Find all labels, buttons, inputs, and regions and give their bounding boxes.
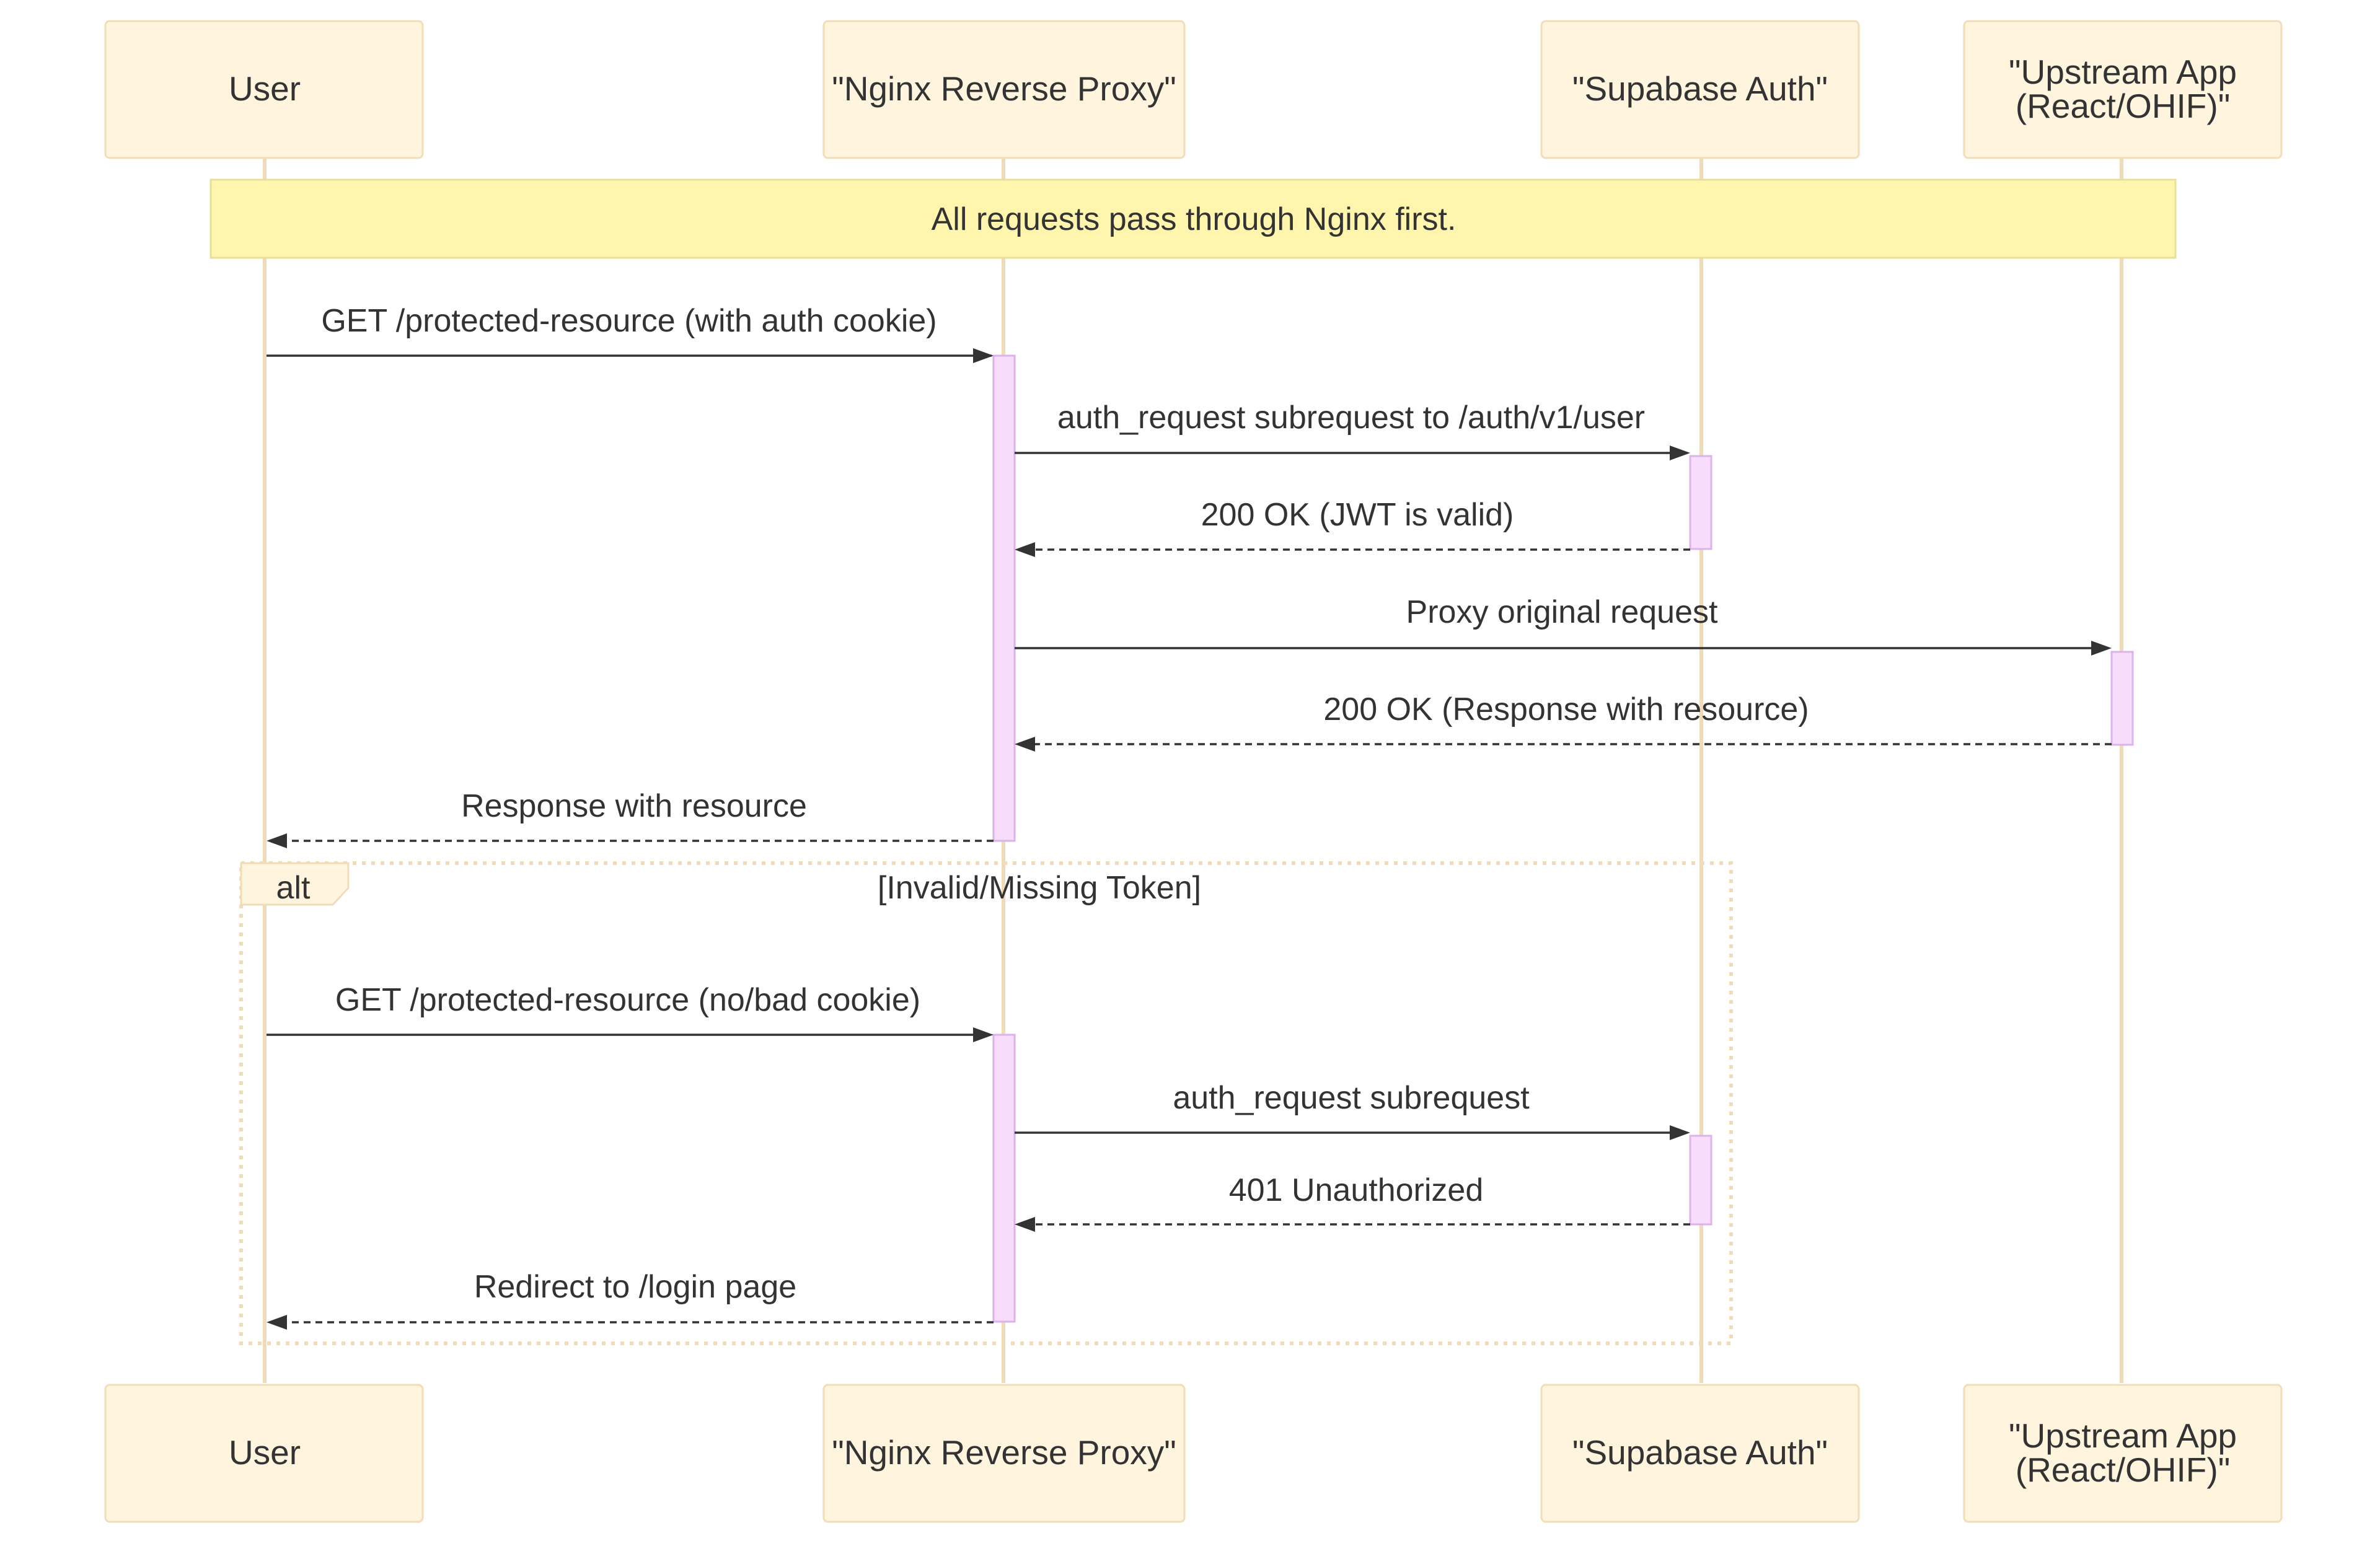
actor-user-bottom-label: User xyxy=(229,1433,301,1472)
activation-nginx-2 xyxy=(992,1034,1016,1323)
alt-block: alt [Invalid/Missing Token] xyxy=(239,861,1733,1345)
message-2-arrowhead xyxy=(1670,446,1690,460)
note-text: All requests pass through Nginx first. xyxy=(932,201,1457,237)
actor-upstream-bottom-label-line1: "Upstream App xyxy=(2009,1416,2237,1455)
message-2-label: auth_request subrequest to /auth/v1/user xyxy=(1057,400,1645,436)
actor-supabase-bottom: "Supabase Auth" xyxy=(1540,1384,1860,1523)
message-5-arrowhead xyxy=(1015,737,1035,752)
actor-user-label: User xyxy=(229,69,301,108)
message-8-label: auth_request subrequest xyxy=(1173,1080,1530,1116)
message-7-arrowhead xyxy=(973,1027,994,1042)
activation-supabase-1 xyxy=(1689,455,1712,550)
activation-nginx-1 xyxy=(992,354,1016,842)
alt-tab xyxy=(240,862,350,906)
message-6-label: Response with resource xyxy=(461,788,807,824)
actor-nginx-bottom-label: "Nginx Reverse Proxy" xyxy=(832,1433,1176,1472)
message-1-label: GET /protected-resource (with auth cooki… xyxy=(321,303,937,339)
message-7: GET /protected-resource (no/bad cookie) xyxy=(267,982,994,1042)
message-10-arrowhead xyxy=(267,1315,287,1330)
actor-supabase-top: "Supabase Auth" xyxy=(1540,20,1860,159)
activation-supabase-2 xyxy=(1689,1135,1712,1226)
message-3-arrowhead xyxy=(1015,542,1035,557)
message-8-arrowhead xyxy=(1670,1125,1690,1140)
actor-upstream-label-line1: "Upstream App xyxy=(2009,53,2237,91)
message-10-label: Redirect to /login page xyxy=(474,1269,796,1305)
message-1: GET /protected-resource (with auth cooki… xyxy=(267,303,994,363)
message-7-label: GET /protected-resource (no/bad cookie) xyxy=(335,982,920,1018)
message-5-label: 200 OK (Response with resource) xyxy=(1323,691,1809,727)
message-5: 200 OK (Response with resource) xyxy=(1015,691,2112,752)
actor-upstream-label-line2: (React/OHIF)" xyxy=(2016,87,2231,125)
message-6: Response with resource xyxy=(267,788,994,848)
message-4-label: Proxy original request xyxy=(1406,594,1718,630)
message-8: auth_request subrequest xyxy=(1015,1080,1690,1140)
message-3-label: 200 OK (JWT is valid) xyxy=(1201,497,1514,533)
actor-nginx-top: "Nginx Reverse Proxy" xyxy=(822,20,1186,159)
alt-keyword: alt xyxy=(276,870,311,906)
message-9-arrowhead xyxy=(1015,1217,1035,1232)
actor-supabase-bottom-label: "Supabase Auth" xyxy=(1572,1433,1828,1472)
actor-nginx-bottom: "Nginx Reverse Proxy" xyxy=(822,1384,1186,1523)
message-10: Redirect to /login page xyxy=(267,1269,994,1330)
message-1-arrowhead xyxy=(973,348,994,363)
note: All requests pass through Nginx first. xyxy=(209,178,2177,259)
message-4-arrowhead xyxy=(2091,641,2112,656)
message-9-label: 401 Unauthorized xyxy=(1229,1172,1484,1208)
alt-condition: [Invalid/Missing Token] xyxy=(878,870,1201,906)
actor-upstream-bottom: "Upstream App (React/OHIF)" xyxy=(1963,1384,2283,1523)
message-3: 200 OK (JWT is valid) xyxy=(1015,497,1690,557)
alt-frame xyxy=(239,861,1733,1345)
actor-upstream-bottom-label-line2: (React/OHIF)" xyxy=(2016,1451,2231,1489)
actor-upstream-top: "Upstream App (React/OHIF)" xyxy=(1963,20,2283,159)
message-4: Proxy original request xyxy=(1015,594,2112,656)
message-9: 401 Unauthorized xyxy=(1015,1172,1690,1232)
message-6-arrowhead xyxy=(267,833,287,848)
actor-nginx-label: "Nginx Reverse Proxy" xyxy=(832,69,1176,108)
activation-upstream-1 xyxy=(2110,651,2134,746)
actor-user-top: User xyxy=(104,20,424,159)
actor-supabase-label: "Supabase Auth" xyxy=(1572,69,1828,108)
actor-user-bottom: User xyxy=(104,1384,424,1523)
message-2: auth_request subrequest to /auth/v1/user xyxy=(1015,400,1690,460)
